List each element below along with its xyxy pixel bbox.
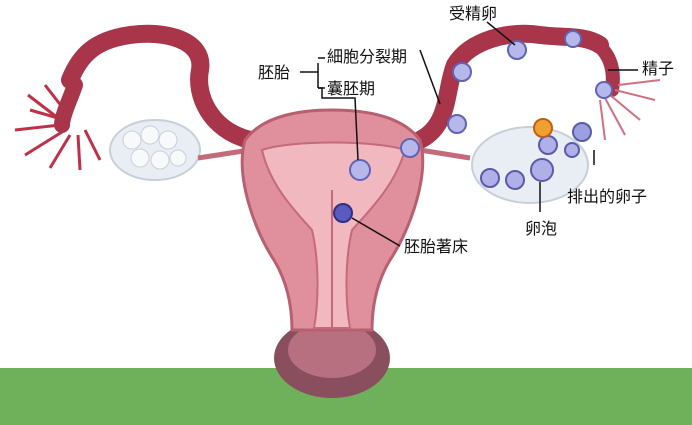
label-cell-division: 細胞分裂期 bbox=[327, 48, 407, 66]
right-ovarian-ligament bbox=[420, 150, 470, 158]
label-follicle: 卵泡 bbox=[525, 220, 557, 238]
left-infundibulum bbox=[62, 85, 75, 125]
label-fertilized-egg: 受精卵 bbox=[449, 5, 497, 23]
label-embryo: 胚胎 bbox=[258, 64, 290, 82]
label-implantation: 胚胎著床 bbox=[404, 238, 468, 256]
label-sperm: 精子 bbox=[642, 60, 674, 78]
implanted-embryo bbox=[334, 204, 352, 222]
ovulated-egg bbox=[573, 123, 591, 141]
label-ovulated-egg: 排出的卵子 bbox=[567, 188, 647, 206]
label-blastocyst: 囊胚期 bbox=[327, 80, 375, 98]
